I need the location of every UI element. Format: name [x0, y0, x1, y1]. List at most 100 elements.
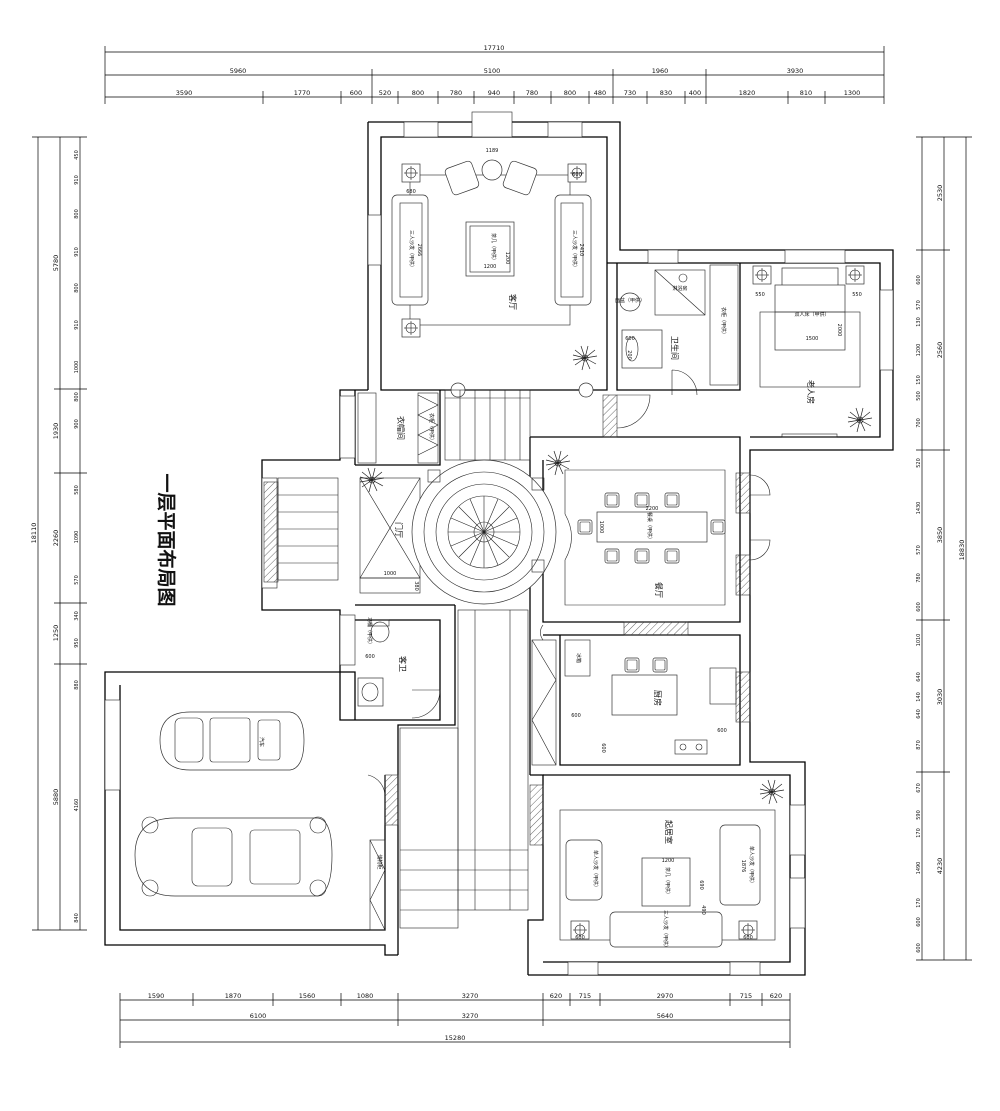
cloakroom: 衣帽间 衣柜（甲供） [357, 392, 439, 493]
dim-right-detail: 640 [916, 709, 922, 719]
dim-right-detail: 1430 [916, 502, 922, 515]
dim-left-detail: 910 [74, 247, 80, 257]
bath-dim-200: 200 [626, 350, 632, 360]
dim-left-detail: 570 [74, 575, 80, 585]
kitchen-fridge: 冰箱 [575, 653, 582, 663]
dim-bottom-detail: 620 [550, 992, 562, 1000]
dim-bottom-mid: 5640 [657, 1012, 674, 1020]
dim-right-mid: 3850 [936, 527, 944, 544]
dim-left-detail: 580 [74, 485, 80, 495]
dim-left-mid: 5880 [52, 789, 60, 806]
dim-top-detail: 1770 [294, 89, 311, 97]
dim-left-mid: 1930 [52, 423, 60, 440]
room-label-cloak: 衣帽间 [396, 416, 406, 440]
family-dim-690: 690 [698, 880, 704, 890]
foyer-dim-1000: 1000 [384, 571, 397, 577]
family-sofa-right: 单人沙发（甲供） [748, 846, 755, 886]
family-sofa-bottom: 三人沙发（甲供） [662, 910, 669, 950]
dim-top-detail: 400 [689, 89, 701, 97]
dim-right-detail: 600 [916, 602, 922, 612]
dim-bottom-detail: 620 [770, 992, 782, 1000]
elder-dim-550-b: 550 [852, 292, 862, 298]
car-top: 汽车 [159, 711, 305, 771]
dim-right-detail: 590 [916, 810, 922, 820]
dim-bottom-detail: 2970 [657, 992, 674, 1000]
living-dim-2410: 2410 [578, 244, 584, 257]
kitchen-dim-600-h: 600 [600, 743, 606, 753]
dim-right-detail: 600 [916, 275, 922, 285]
dim-bottom-detail: 715 [579, 992, 591, 1000]
guest-wc-dim-600: 600 [365, 654, 375, 660]
living-dim-680: 680 [406, 189, 416, 195]
room-label-bath: 卫生间 [670, 336, 680, 360]
dim-bottom-detail: 1560 [299, 992, 316, 1000]
dim-top-detail: 600 [350, 89, 362, 97]
car-bottom [134, 816, 333, 897]
elder-wardrobe: 衣柜（甲供） [720, 307, 727, 337]
garage-storage: 储物柜 [376, 854, 383, 869]
dimension-top: 17710 5960 5100 1960 3930 3590 1770 600 … [104, 44, 885, 104]
living-room: 客厅 1189 600 680 1200 1200 2666 2410 三人沙发… [391, 148, 598, 398]
dim-left-mid: 1250 [52, 625, 60, 642]
elder-bed: 双人床（甲供） [794, 311, 829, 318]
dim-right-detail: 600 [916, 917, 922, 927]
dim-right-detail: 520 [916, 458, 922, 468]
room-label-family: 起居室 [664, 820, 674, 844]
dim-top-detail: 1820 [739, 89, 756, 97]
dim-left-mid: 2260 [52, 530, 60, 547]
garage-car-label: 汽车 [258, 737, 265, 747]
dim-left-detail: 450 [74, 150, 80, 160]
dim-right-detail: 150 [916, 375, 922, 385]
dim-top-detail: 3590 [176, 89, 193, 97]
elder-dim-2000: 2000 [836, 324, 842, 337]
plan-title: 一层平面布局图 [155, 473, 178, 606]
south-corridor [399, 609, 557, 929]
room-label-foyer: 门厅 [394, 522, 404, 538]
dim-right-mid: 2560 [936, 342, 944, 359]
dim-bottom-mid: 3270 [462, 1012, 479, 1020]
living-dim-2666: 2666 [416, 244, 422, 257]
dim-bottom-detail: 715 [740, 992, 752, 1000]
dim-right-detail: 130 [916, 317, 922, 327]
dim-left-detail: 1000 [74, 361, 80, 374]
dim-top-detail: 800 [564, 89, 576, 97]
dim-top-detail: 520 [379, 89, 391, 97]
dimension-right: 18830 2530 2560 3850 3030 4230 600 570 1… [916, 136, 972, 961]
dim-right-detail: 170 [916, 828, 922, 838]
living-dim-1200-h: 1200 [504, 252, 510, 265]
elder-dim-1500: 1500 [806, 336, 819, 342]
dim-right-detail: 700 [916, 418, 922, 428]
foyer-dim-380: 380 [413, 581, 419, 591]
dim-left-detail: 800 [74, 209, 80, 219]
dim-right-detail: 170 [916, 898, 922, 908]
dim-left-detail: 950 [74, 638, 80, 648]
dim-left-detail: 340 [74, 611, 80, 621]
dining-room: 餐厅 2200 1000 餐桌（甲供） [545, 450, 726, 606]
dimension-bottom: 1590 1870 1560 1080 3270 620 715 2970 71… [119, 992, 791, 1048]
dim-left-mid: 5780 [52, 255, 60, 272]
dim-top-detail: 810 [800, 89, 812, 97]
family-dim-1200: 1200 [662, 858, 675, 864]
dim-right-detail: 1200 [916, 344, 922, 357]
dim-top-total: 17710 [484, 44, 505, 52]
dim-bottom-detail: 1080 [357, 992, 374, 1000]
dim-left-detail: 4160 [74, 799, 80, 812]
dim-right-detail: 870 [916, 740, 922, 750]
family-dim-490: 490 [700, 905, 706, 915]
cloak-cabinet: 衣柜（甲供） [428, 413, 435, 443]
family-coffee-table: 茶几（甲供） [664, 867, 671, 897]
dim-top-mid: 3930 [787, 67, 804, 75]
bath-dim-600: 600 [625, 336, 635, 342]
dim-left-detail: 840 [74, 913, 80, 923]
dim-left-detail: 880 [74, 680, 80, 690]
dim-top-detail: 780 [526, 89, 538, 97]
doors [367, 369, 771, 798]
dim-bottom-detail: 1590 [148, 992, 165, 1000]
elder-dim-550-a: 550 [755, 292, 765, 298]
dimension-left: 18110 5780 1930 2260 1250 5880 450 910 8… [30, 136, 87, 931]
kitchen-dim-600-a: 600 [571, 713, 581, 719]
room-label-living: 客厅 [508, 294, 518, 310]
dim-right-total: 18830 [958, 540, 966, 561]
dim-left-detail: 910 [74, 175, 80, 185]
